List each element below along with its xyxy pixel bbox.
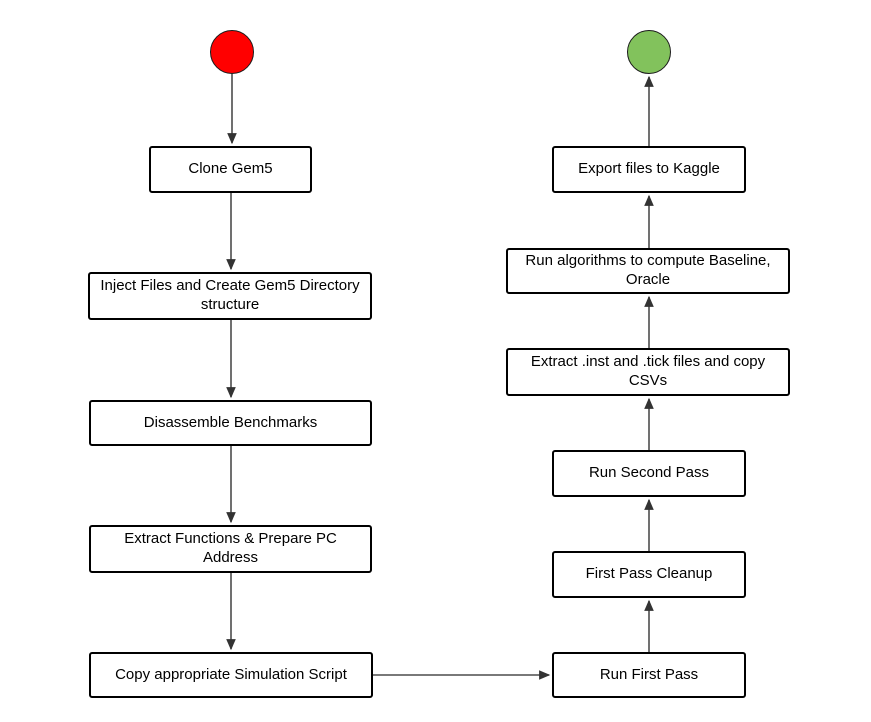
node-inject-files[interactable]: Inject Files and Create Gem5 Directory s… xyxy=(88,272,372,320)
node-label: Disassemble Benchmarks xyxy=(143,413,318,431)
node-label: Run Second Pass xyxy=(588,464,710,482)
node-label: Copy appropriate Simulation Script xyxy=(115,665,347,683)
node-label: Extract Functions & Prepare PC Address xyxy=(124,530,337,566)
end-node xyxy=(627,30,671,74)
node-label: Export files to Kaggle xyxy=(578,160,720,178)
node-copy-simulation-script[interactable]: Copy appropriate Simulation Script xyxy=(89,652,373,698)
node-label: Run First Pass xyxy=(599,665,699,683)
node-run-algorithms[interactable]: Run algorithms to compute Baseline, Orac… xyxy=(506,248,790,294)
node-label: Run algorithms to compute Baseline, Orac… xyxy=(525,252,771,288)
node-label: Extract .inst and .tick files and copy C… xyxy=(530,353,766,389)
node-disassemble-benchmarks[interactable]: Disassemble Benchmarks xyxy=(89,400,372,446)
node-clone-gem5[interactable]: Clone Gem5 xyxy=(149,146,312,193)
node-run-second-pass[interactable]: Run Second Pass xyxy=(552,450,746,497)
node-label: Clone Gem5 xyxy=(188,160,273,178)
node-run-first-pass[interactable]: Run First Pass xyxy=(552,652,746,698)
node-export-kaggle[interactable]: Export files to Kaggle xyxy=(552,146,746,193)
node-label: Inject Files and Create Gem5 Directory s… xyxy=(100,277,360,313)
node-label: First Pass Cleanup xyxy=(585,565,713,583)
node-extract-inst-tick[interactable]: Extract .inst and .tick files and copy C… xyxy=(506,348,790,396)
start-node xyxy=(210,30,254,74)
node-first-pass-cleanup[interactable]: First Pass Cleanup xyxy=(552,551,746,598)
node-extract-functions[interactable]: Extract Functions & Prepare PC Address xyxy=(89,525,372,573)
